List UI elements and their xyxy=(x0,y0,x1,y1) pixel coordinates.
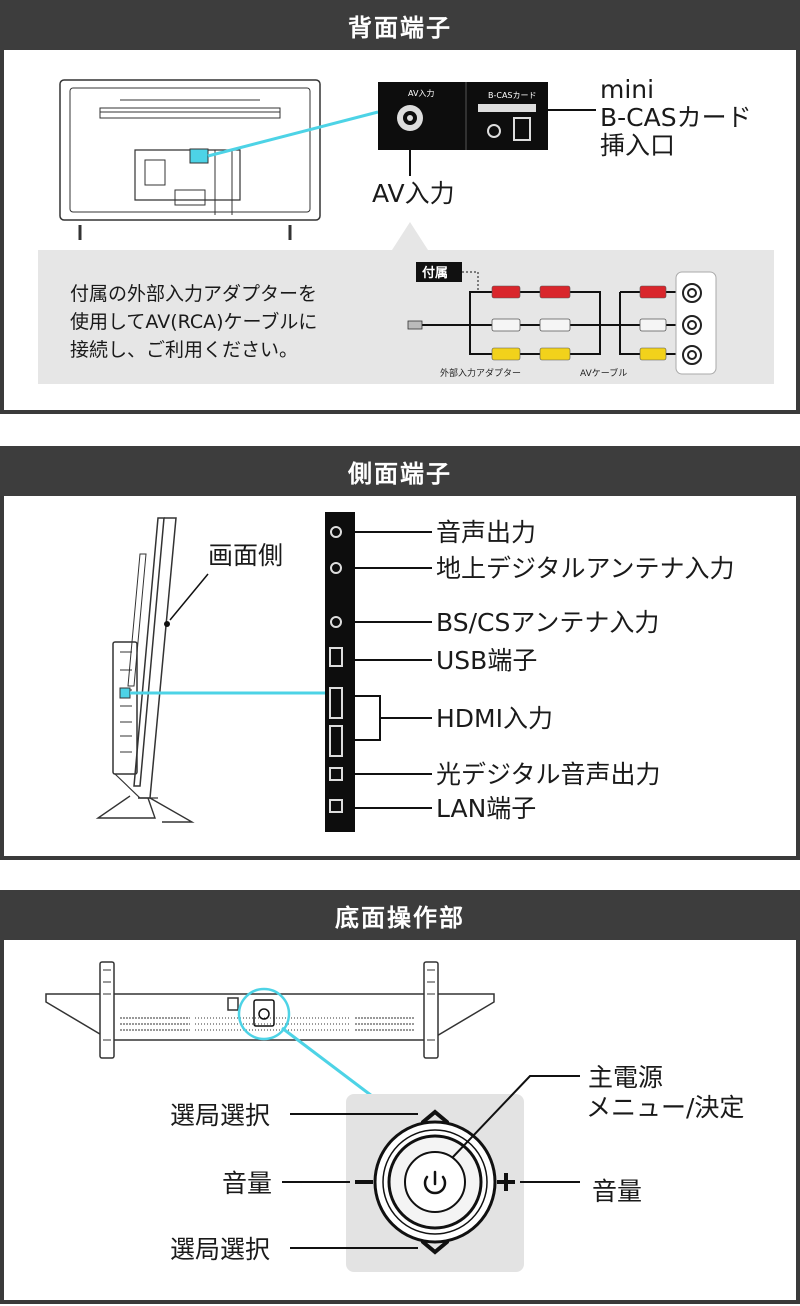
mini-bcas-label-3: 挿入口 xyxy=(600,131,675,160)
note-box xyxy=(38,222,774,384)
mini-bcas-label-2: B-CASカード xyxy=(600,103,752,132)
volume-up-label: 音量 xyxy=(592,1177,642,1206)
bottom-diagram: 選局選択 音量 音量 選局選択 主電源 メニュー/決定 xyxy=(45,961,744,1272)
panel-bcas-label: B-CASカード xyxy=(488,91,537,100)
tv-side-illustration xyxy=(95,517,195,823)
side-diagram: 画面側 音声出力 地上デジタルアンテナ入力 BS/CSアンテナ入力 USB端子 … xyxy=(95,512,735,832)
port-lan: LAN端子 xyxy=(436,794,536,823)
note-line-3: 接続し、ご利用ください。 xyxy=(70,339,298,361)
panel-av-label: AV入力 xyxy=(408,88,434,98)
rear-terminal-highlight xyxy=(189,148,209,164)
adapter-label: 外部入力アダプター xyxy=(440,367,521,379)
device-jack-icons xyxy=(682,283,702,365)
rca-plug-red-icons xyxy=(491,285,667,299)
power-label-1: 主電源 xyxy=(588,1063,663,1092)
rear-panel-title: 背面端子 xyxy=(0,0,800,50)
side-port-icons xyxy=(329,526,343,813)
included-tag xyxy=(416,262,462,282)
rear-diagram: AV入力 B-CASカード mini B-CASカード 挿入口 AV入力 付属の… xyxy=(38,75,774,384)
channel-down-label: 選局選択 xyxy=(170,1235,270,1264)
bottom-panel-title: 底面操作部 xyxy=(0,890,800,940)
side-panel-title: 側面端子 xyxy=(0,446,800,496)
side-terminal-highlight xyxy=(119,687,131,699)
chevron-up-icon xyxy=(421,1109,449,1124)
port-audio-out: 音声出力 xyxy=(436,518,536,547)
port-terrestrial-antenna: 地上デジタルアンテナ入力 xyxy=(436,554,735,583)
screen-side-label: 画面側 xyxy=(208,541,283,570)
note-line-2: 使用してAV(RCA)ケーブルに xyxy=(70,310,317,333)
rca-plug-yellow-icons xyxy=(491,347,667,361)
mini-control-icon xyxy=(253,999,275,1027)
power-icon xyxy=(423,1170,447,1195)
plus-icon xyxy=(497,1173,515,1191)
chevron-down-icon xyxy=(421,1240,449,1255)
bottom-callout-line xyxy=(281,1026,373,1098)
included-tag-label: 付属 xyxy=(422,265,448,281)
cable-label: AVケーブル xyxy=(580,367,627,379)
control-highlight-ring xyxy=(237,987,291,1041)
tv-bottom-illustration xyxy=(45,961,495,1059)
adapter-cable-illustration xyxy=(407,291,680,355)
rca-plug-white-icons xyxy=(491,318,667,332)
port-optical-out: 光デジタル音声出力 xyxy=(436,760,661,789)
side-terminal-strip xyxy=(325,512,355,832)
power-label-2: メニュー/決定 xyxy=(586,1093,744,1122)
port-hdmi: HDMI入力 xyxy=(436,704,553,733)
port-usb: USB端子 xyxy=(436,646,537,675)
rear-callout-line xyxy=(207,110,379,158)
channel-up-label: 選局選択 xyxy=(170,1101,270,1130)
bcas-slot-icon xyxy=(478,104,536,112)
side-screen-marker-icon xyxy=(164,621,170,627)
mini-bcas-label-1: mini xyxy=(600,75,654,104)
volume-down-label: 音量 xyxy=(222,1169,272,1198)
note-line-1: 付属の外部入力アダプターを xyxy=(70,283,317,305)
av-input-label: AV入力 xyxy=(372,179,455,208)
port-bs-cs-antenna: BS/CSアンテナ入力 xyxy=(436,608,659,637)
